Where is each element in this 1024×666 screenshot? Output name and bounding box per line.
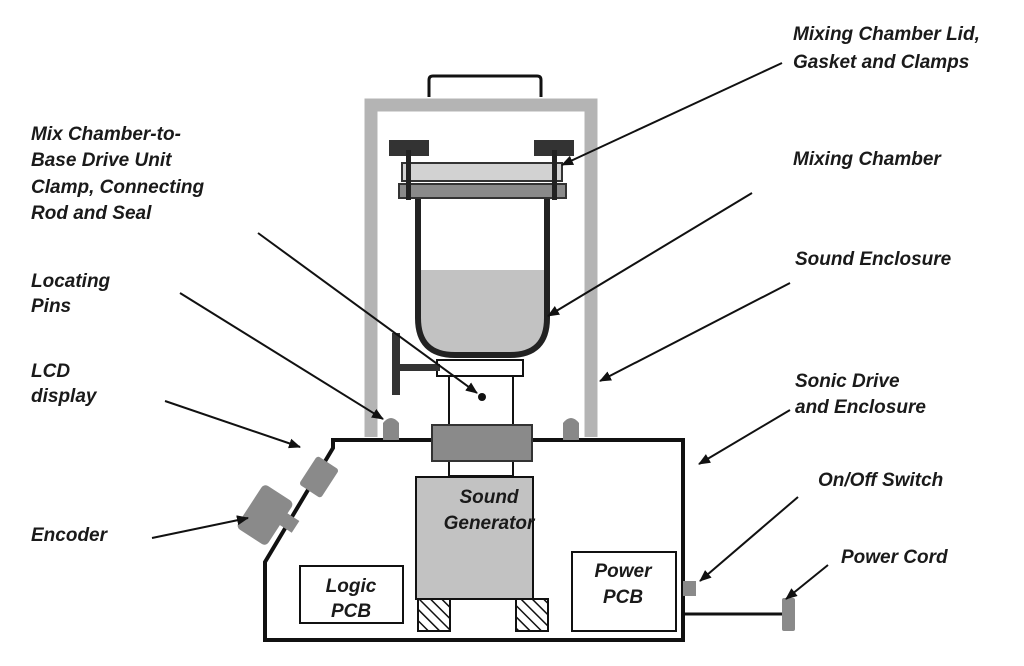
sound-generator-label-1: Sound xyxy=(459,487,518,508)
power-pcb-label-2: PCB xyxy=(603,587,643,608)
label-locating-pins-line2: Pins xyxy=(31,296,71,317)
label-sound-enclosure: Sound Enclosure xyxy=(795,249,952,270)
arrow-lid xyxy=(561,62,783,166)
label-mix-clamp-line2: Base Drive Unit xyxy=(31,150,172,171)
logic-pcb xyxy=(299,565,404,624)
arrow-encoder xyxy=(151,515,249,539)
logic-pcb-label-2: PCB xyxy=(331,601,371,622)
locating-pin-right xyxy=(563,418,579,440)
arrow-sound-enclosure xyxy=(599,282,791,382)
power-pcb xyxy=(571,551,677,632)
label-lcd-line2: display xyxy=(31,386,98,407)
label-lid-line1: Mixing Chamber Lid, xyxy=(793,24,980,45)
label-mix-clamp-line4: Rod and Seal xyxy=(31,203,152,224)
label-lcd-line1: LCD xyxy=(31,361,70,382)
clamp-handle xyxy=(392,333,400,395)
mixing-chamber xyxy=(415,196,550,358)
power-cord-plug xyxy=(782,598,795,631)
enclosure-handle xyxy=(427,74,543,97)
label-mix-clamp-line3: Clamp, Connecting xyxy=(31,177,205,198)
label-sonic-drive-line2: and Enclosure xyxy=(795,397,926,418)
label-onoff-switch: On/Off Switch xyxy=(818,470,943,491)
label-mixing-chamber: Mixing Chamber xyxy=(793,149,942,170)
lcd-display xyxy=(299,456,339,498)
power-pcb-label-1: Power xyxy=(594,561,653,582)
label-locating-pins-line1: Locating xyxy=(31,271,111,292)
locating-pin-left xyxy=(383,418,399,440)
label-sonic-drive-line1: Sonic Drive xyxy=(795,371,900,392)
sound-generator-label-2: Generator xyxy=(444,513,536,534)
mount-foot-right xyxy=(515,598,549,632)
arrow-lcd xyxy=(164,400,301,449)
clamp-bar xyxy=(398,364,440,371)
mount-foot-left xyxy=(417,598,451,632)
connecting-rod-point xyxy=(478,393,486,401)
label-encoder: Encoder xyxy=(31,525,109,546)
arrow-sonic-drive xyxy=(698,409,791,465)
onoff-switch xyxy=(683,581,696,596)
label-lid-line2: Gasket and Clamps xyxy=(793,52,969,73)
mixing-chamber-lid xyxy=(389,140,574,200)
logic-pcb-label-1: Logic xyxy=(326,576,377,597)
arrow-mixing-chamber xyxy=(547,192,753,317)
shaft-coupling xyxy=(431,424,533,462)
arrow-mix-clamp xyxy=(257,232,478,394)
label-mix-clamp-line1: Mix Chamber-to- xyxy=(31,124,181,145)
arrow-power-cord xyxy=(785,564,829,600)
encoder-shaft xyxy=(276,511,300,533)
sound-enclosure xyxy=(364,74,598,437)
sound-generator xyxy=(415,476,534,600)
arrow-onoff xyxy=(699,496,799,582)
label-power-cord: Power Cord xyxy=(841,547,948,568)
arrow-locating-pins xyxy=(179,292,384,420)
encoder-body xyxy=(237,485,293,545)
